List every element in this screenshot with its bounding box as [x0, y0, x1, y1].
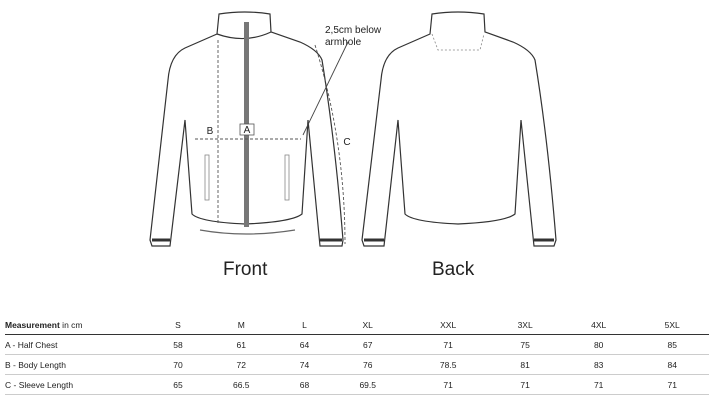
size-header: XXL: [407, 316, 489, 335]
table-cell: 69.5: [327, 374, 408, 395]
size-header: 3XL: [488, 316, 562, 335]
size-header: M: [201, 316, 282, 335]
front-jacket: A B C 2,5cm below armhole: [149, 11, 382, 247]
table-cell: 85: [635, 334, 709, 355]
table-cell: 71: [407, 374, 489, 395]
table-cell: 71: [407, 334, 489, 355]
table-cell: 71: [561, 374, 636, 395]
size-header: S: [155, 316, 202, 335]
table-cell: 72: [201, 354, 282, 375]
table-cell: 80: [561, 334, 636, 355]
jacket-diagram: A B C 2,5cm below armhole: [149, 11, 557, 247]
table-header: Measurement in cm S M L XL XXL 3XL 4XL 5…: [5, 316, 709, 335]
table-cell: 64: [281, 334, 328, 355]
table-cell: 70: [155, 354, 202, 375]
annotation-line1: 2,5cm below: [325, 25, 382, 36]
front-label: Front: [223, 259, 268, 280]
back-label: Back: [432, 259, 475, 280]
table-cell: 71: [488, 374, 562, 395]
table-cell: 65: [155, 374, 202, 395]
table-cell: 58: [155, 334, 202, 355]
table-cell: 68: [281, 374, 328, 395]
table-cell: 66.5: [201, 374, 282, 395]
size-header: 5XL: [635, 316, 709, 335]
table-cell: 67: [327, 334, 408, 355]
size-header: XL: [327, 316, 408, 335]
header-measurement: Measurement: [5, 320, 60, 330]
row-label: B - Body Length: [5, 354, 155, 375]
row-label: A - Half Chest: [5, 334, 155, 355]
row-label: C - Sleeve Length: [5, 374, 155, 395]
marker-b: B: [207, 126, 214, 137]
table-cell: 76: [327, 354, 408, 375]
table-cell: 74: [281, 354, 328, 375]
size-header: 4XL: [561, 316, 636, 335]
table-cell: 75: [488, 334, 562, 355]
table-cell: 61: [201, 334, 282, 355]
table-cell: 71: [635, 374, 709, 395]
marker-a: A: [244, 125, 251, 136]
back-jacket: [361, 11, 557, 247]
marker-c: C: [343, 137, 350, 148]
table-cell: 84: [635, 354, 709, 375]
annotation-line2: armhole: [325, 37, 362, 48]
size-header: L: [281, 316, 328, 335]
table-cell: 83: [561, 354, 636, 375]
table-cell: 78.5: [407, 354, 489, 375]
table-cell: 81: [488, 354, 562, 375]
size-table: Measurement in cm S M L XL XXL 3XL 4XL 5…: [5, 316, 709, 395]
header-unit: in cm: [59, 320, 83, 330]
